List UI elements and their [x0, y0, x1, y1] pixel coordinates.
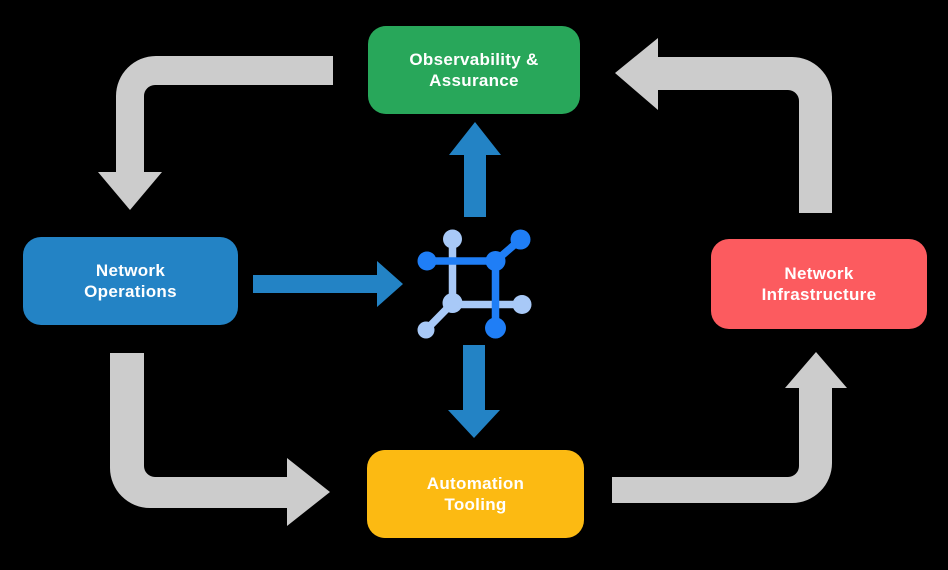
arrow-automation-to-infrastructure — [612, 352, 847, 503]
node-automation-label: Automation Tooling — [426, 473, 525, 514]
icon-light-dots — [417, 229, 532, 339]
arrow-observability-to-operations — [98, 56, 333, 210]
arrow-infrastructure-to-observability — [615, 38, 832, 213]
node-network-infrastructure: Network Infrastructure — [711, 239, 927, 329]
node-operations-label: Network Operations — [84, 260, 177, 301]
arrow-center-to-automation — [448, 345, 500, 438]
node-infrastructure-label: Network Infrastructure — [761, 263, 877, 304]
arrow-center-to-observability — [449, 122, 501, 217]
node-network-operations: Network Operations — [23, 237, 238, 325]
node-observability-label: Observability & Assurance — [409, 49, 539, 90]
arrow-operations-to-center — [253, 261, 403, 307]
node-automation-tooling: Automation Tooling — [367, 450, 584, 538]
icon-dark-dots — [417, 229, 531, 339]
arrow-operations-to-automation — [110, 353, 330, 526]
node-observability-assurance: Observability & Assurance — [368, 26, 580, 114]
network-automation-icon — [417, 229, 532, 339]
